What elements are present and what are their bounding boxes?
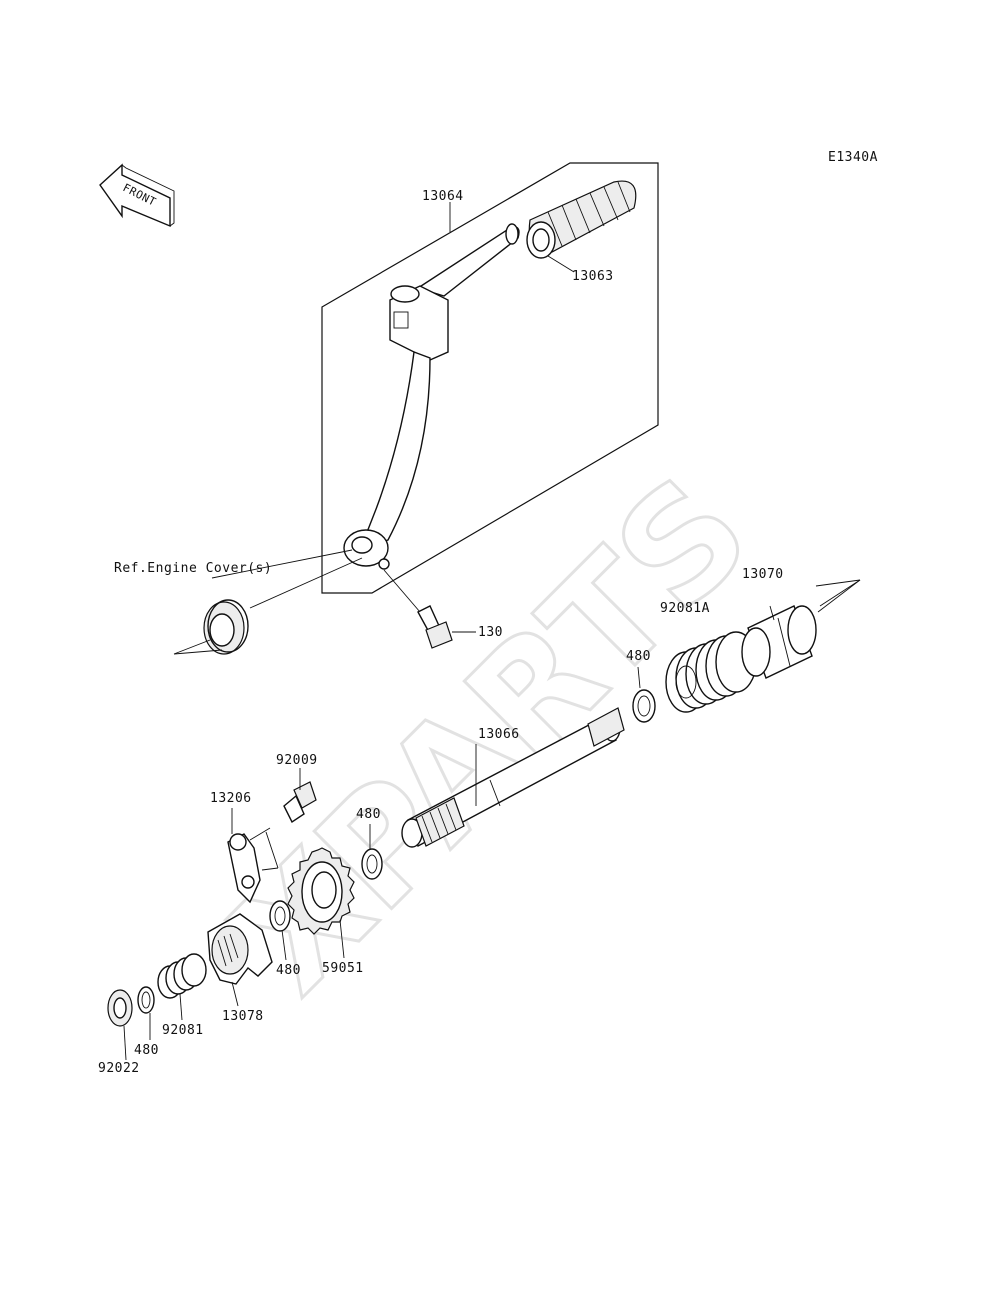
callout-480-bottom: 480 xyxy=(134,1043,159,1058)
circlip-bottom xyxy=(137,986,155,1040)
callout-92081: 92081 xyxy=(162,1023,204,1038)
callout-13078: 13078 xyxy=(222,1009,264,1024)
front-arrow-icon: FRONT xyxy=(99,163,175,228)
kick-pedal-lever xyxy=(343,223,520,570)
spring-guide xyxy=(741,579,861,679)
ref-engine-cover-label: Ref.Engine Cover(s) xyxy=(114,561,272,576)
engine-cover-seal xyxy=(173,549,363,655)
callout-13064: 13064 xyxy=(422,189,464,204)
callout-13206: 13206 xyxy=(210,791,252,806)
lever-assembly-outline xyxy=(321,162,659,594)
plate-bolt xyxy=(283,768,317,824)
callout-13070: 13070 xyxy=(742,567,784,582)
callout-130: 130 xyxy=(478,625,503,640)
kick-spring-large xyxy=(665,631,757,713)
diagram-code: E1340A xyxy=(828,150,878,165)
callout-13066: 13066 xyxy=(478,727,520,742)
callout-92081A: 92081A xyxy=(660,601,710,616)
circlip-top xyxy=(632,666,656,723)
callout-480-middle: 480 xyxy=(356,807,381,822)
ratchet-guide-plate xyxy=(227,808,279,904)
callout-59051: 59051 xyxy=(322,961,364,976)
kick-ratchet xyxy=(207,913,273,1007)
kick-shaft xyxy=(401,707,625,848)
circlip-middle xyxy=(361,824,383,880)
callout-480-gear: 480 xyxy=(276,963,301,978)
pinch-bolt xyxy=(383,569,476,649)
pedal-rubber xyxy=(526,180,637,259)
callout-13063: 13063 xyxy=(572,269,614,284)
kick-gear xyxy=(287,847,355,959)
thrust-washer xyxy=(107,989,133,1061)
callout-92022: 92022 xyxy=(98,1061,140,1076)
circlip-gear xyxy=(269,900,291,961)
ratchet-spring xyxy=(157,953,207,1021)
callout-480-top: 480 xyxy=(626,649,651,664)
callout-92009: 92009 xyxy=(276,753,318,768)
